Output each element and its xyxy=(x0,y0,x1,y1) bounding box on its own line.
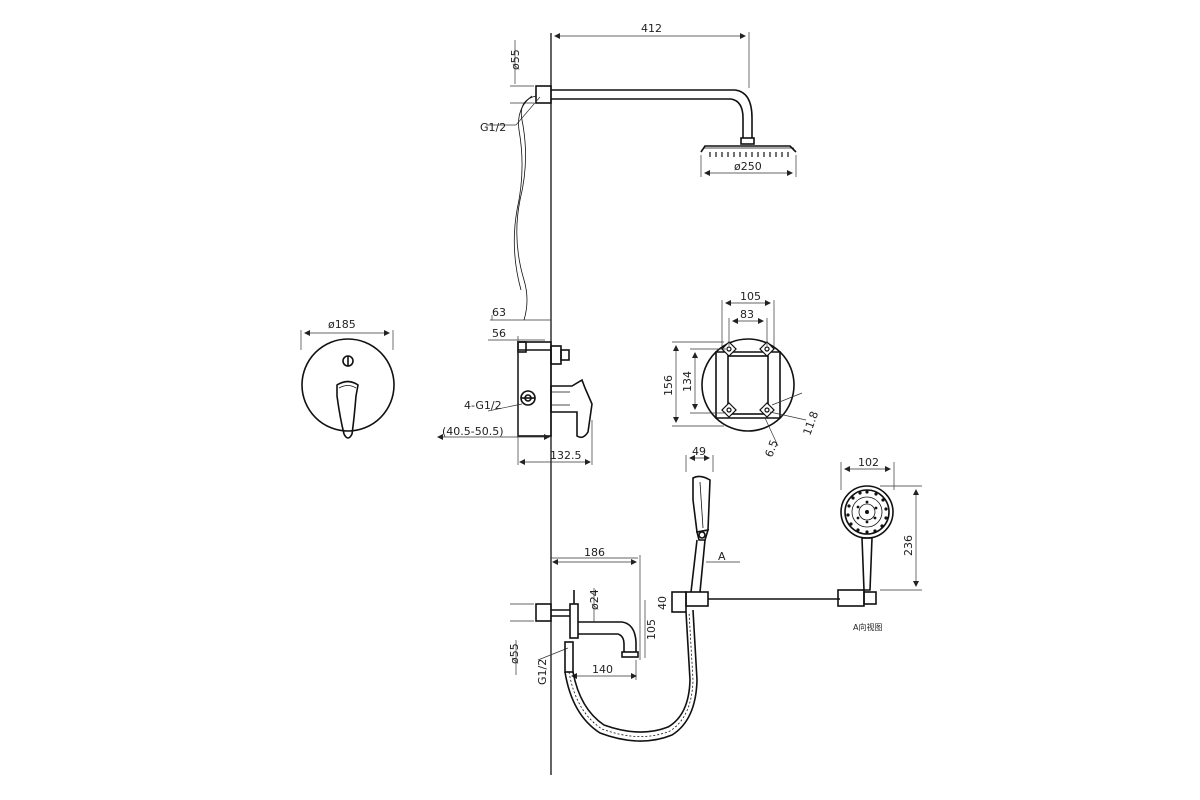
hand-shower-front: 102 236 A向视图 xyxy=(837,456,922,632)
mixer-depth-label: 132.5 xyxy=(550,449,582,462)
bottom-flange-label: ø55 xyxy=(508,643,521,664)
concealed-pipe xyxy=(516,95,537,321)
screw-6-5-label: 6.5 xyxy=(763,438,781,459)
bracket-40-label: 40 xyxy=(656,596,669,610)
hand-shower-dia-label: 102 xyxy=(858,456,879,469)
arm-length-label: 412 xyxy=(641,22,662,35)
mixer-cover-plate: ø185 xyxy=(300,318,395,439)
plate-134-label: 134 xyxy=(681,371,694,392)
top-thread-label: G1/2 xyxy=(480,121,506,134)
mixer-side-view: 63 56 4-G1/2 (40.5-50.5) 132.5 xyxy=(437,306,593,465)
plate-156-label: 156 xyxy=(662,375,675,396)
overhead-shower: ø250 xyxy=(535,85,797,177)
handle-width-label: 49 xyxy=(692,445,706,458)
view-label: A向视图 xyxy=(853,622,882,632)
screw-11-8-label: 11.8 xyxy=(801,410,822,437)
depth-56-label: 56 xyxy=(492,327,506,340)
head-nozzle-row xyxy=(709,152,789,157)
spout-24-label: ø24 xyxy=(588,589,601,610)
cover-diameter-label: ø185 xyxy=(328,318,356,331)
shower-hose xyxy=(564,609,698,742)
spout-140-label: 140 xyxy=(592,663,613,676)
inlets-label: 4-G1/2 xyxy=(464,399,502,412)
head-diameter-label: ø250 xyxy=(734,160,762,173)
bath-spout: 186 ø24 40 105 140 ø55 G1/2 xyxy=(508,546,669,685)
hand-shower-len-label: 236 xyxy=(902,535,915,556)
marker-a-label: A xyxy=(718,550,726,563)
nozzle-pattern xyxy=(846,490,888,534)
spout-105-label: 105 xyxy=(645,619,658,640)
bottom-thread-label: G1/2 xyxy=(536,659,549,685)
mounting-plate-view: 105 83 156 134 11.8 6.5 xyxy=(662,290,821,459)
hand-shower-side: 49 A xyxy=(671,445,840,613)
top-flange-label: ø55 xyxy=(509,49,522,70)
spout-186-label: 186 xyxy=(584,546,605,559)
plate-105-label: 105 xyxy=(740,290,761,303)
depth-63-label: 63 xyxy=(492,306,506,319)
install-depth-label: (40.5-50.5) xyxy=(442,425,504,438)
plate-83-label: 83 xyxy=(740,308,754,321)
